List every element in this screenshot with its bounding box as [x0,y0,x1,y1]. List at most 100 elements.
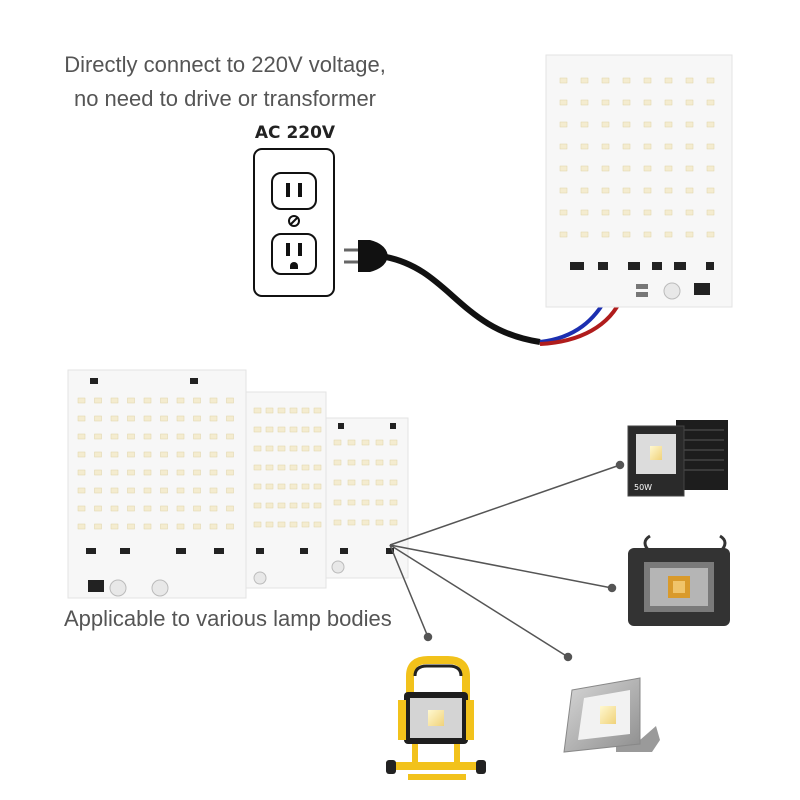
led-chip [226,433,234,440]
led-chip [559,165,568,172]
led-chip [333,519,342,526]
led-chip [94,397,102,404]
led-chip [313,445,322,452]
led-chip [622,187,631,194]
led-chip [685,99,694,106]
led-chip [289,483,298,490]
led-chip [375,479,384,486]
led-chip [685,77,694,84]
led-chip [94,415,102,422]
led-chip [127,451,135,458]
led-chip [643,187,652,194]
led-chip [389,499,398,506]
floodlight-watt-badge: 50W [634,483,652,492]
led-chip [265,483,274,490]
led-chip [77,469,86,476]
led-chip [289,445,298,452]
led-chip [277,483,286,490]
led-chip [77,523,86,530]
floodlight-heatsink-icon [628,534,730,626]
led-chip [77,505,86,512]
led-chip [77,433,86,440]
led-chip [176,523,185,530]
floodlight-silver-icon [563,677,660,753]
led-chip [622,209,631,216]
led-chip [176,433,185,440]
led-chip [580,121,589,128]
led-chip [622,143,631,150]
led-chip [664,121,673,128]
wall-outlet-icon [253,148,335,297]
led-chip [622,121,631,128]
led-chip [253,407,262,414]
led-chip [601,77,610,84]
led-chip [706,77,715,84]
led-chip [77,397,86,404]
led-chip [110,469,119,476]
led-chip [313,521,322,528]
led-chip [143,487,152,494]
headline-line-1: Directly connect to 220V voltage, [64,52,386,77]
led-chip [110,397,119,404]
led-chip [160,415,168,422]
led-chip [580,143,589,150]
led-chip [176,451,185,458]
led-chip [301,445,310,452]
led-chip [143,397,152,404]
led-chip [375,439,384,446]
led-chip [193,505,201,512]
led-chip [160,451,168,458]
led-chip [77,487,86,494]
led-board-large [67,369,247,599]
portable-work-light-icon [386,656,486,780]
led-chip [361,459,370,466]
led-chip [301,483,310,490]
led-chip [601,209,610,216]
led-chip [601,165,610,172]
led-chip [127,415,135,422]
led-chip [664,187,673,194]
led-chip [209,505,218,512]
led-chip [706,187,715,194]
led-chip [375,499,384,506]
led-chip [209,397,218,404]
led-chip [622,99,631,106]
led-chip [143,433,152,440]
led-chip [333,479,342,486]
led-chip [580,99,589,106]
led-chip [313,483,322,490]
led-chip [193,433,201,440]
led-chip [289,426,298,433]
led-chip [143,415,152,422]
led-chip [226,397,234,404]
led-chip [601,99,610,106]
led-chip [226,469,234,476]
led-chip [209,415,218,422]
led-chip [110,451,119,458]
headline-line-2: no need to drive or transformer [73,86,377,111]
led-chip [127,469,135,476]
led-chip [559,143,568,150]
led-chip [301,521,310,528]
led-chip [313,502,322,509]
led-chip [94,433,102,440]
led-chip [127,433,135,440]
led-chip [601,187,610,194]
led-chip [226,451,234,458]
led-chip [94,469,102,476]
led-chip [176,397,185,404]
led-chip [176,469,185,476]
led-chip [706,143,715,150]
led-chip [110,415,119,422]
led-chip [160,523,168,530]
led-chip [389,439,398,446]
led-chip [226,415,234,422]
led-chip [347,499,356,506]
led-chip [253,464,262,471]
led-chip [622,165,631,172]
led-chip [389,479,398,486]
led-chip [313,426,322,433]
led-chip [580,77,589,84]
led-chip [333,499,342,506]
led-chip [643,143,652,150]
